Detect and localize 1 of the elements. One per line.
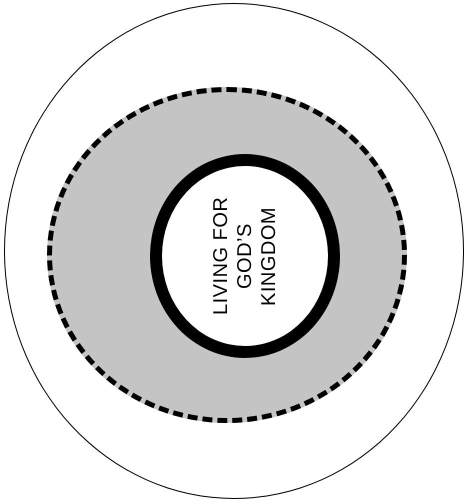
circle-label: LIVING FOR GOD’S KINGDOM	[209, 196, 281, 318]
